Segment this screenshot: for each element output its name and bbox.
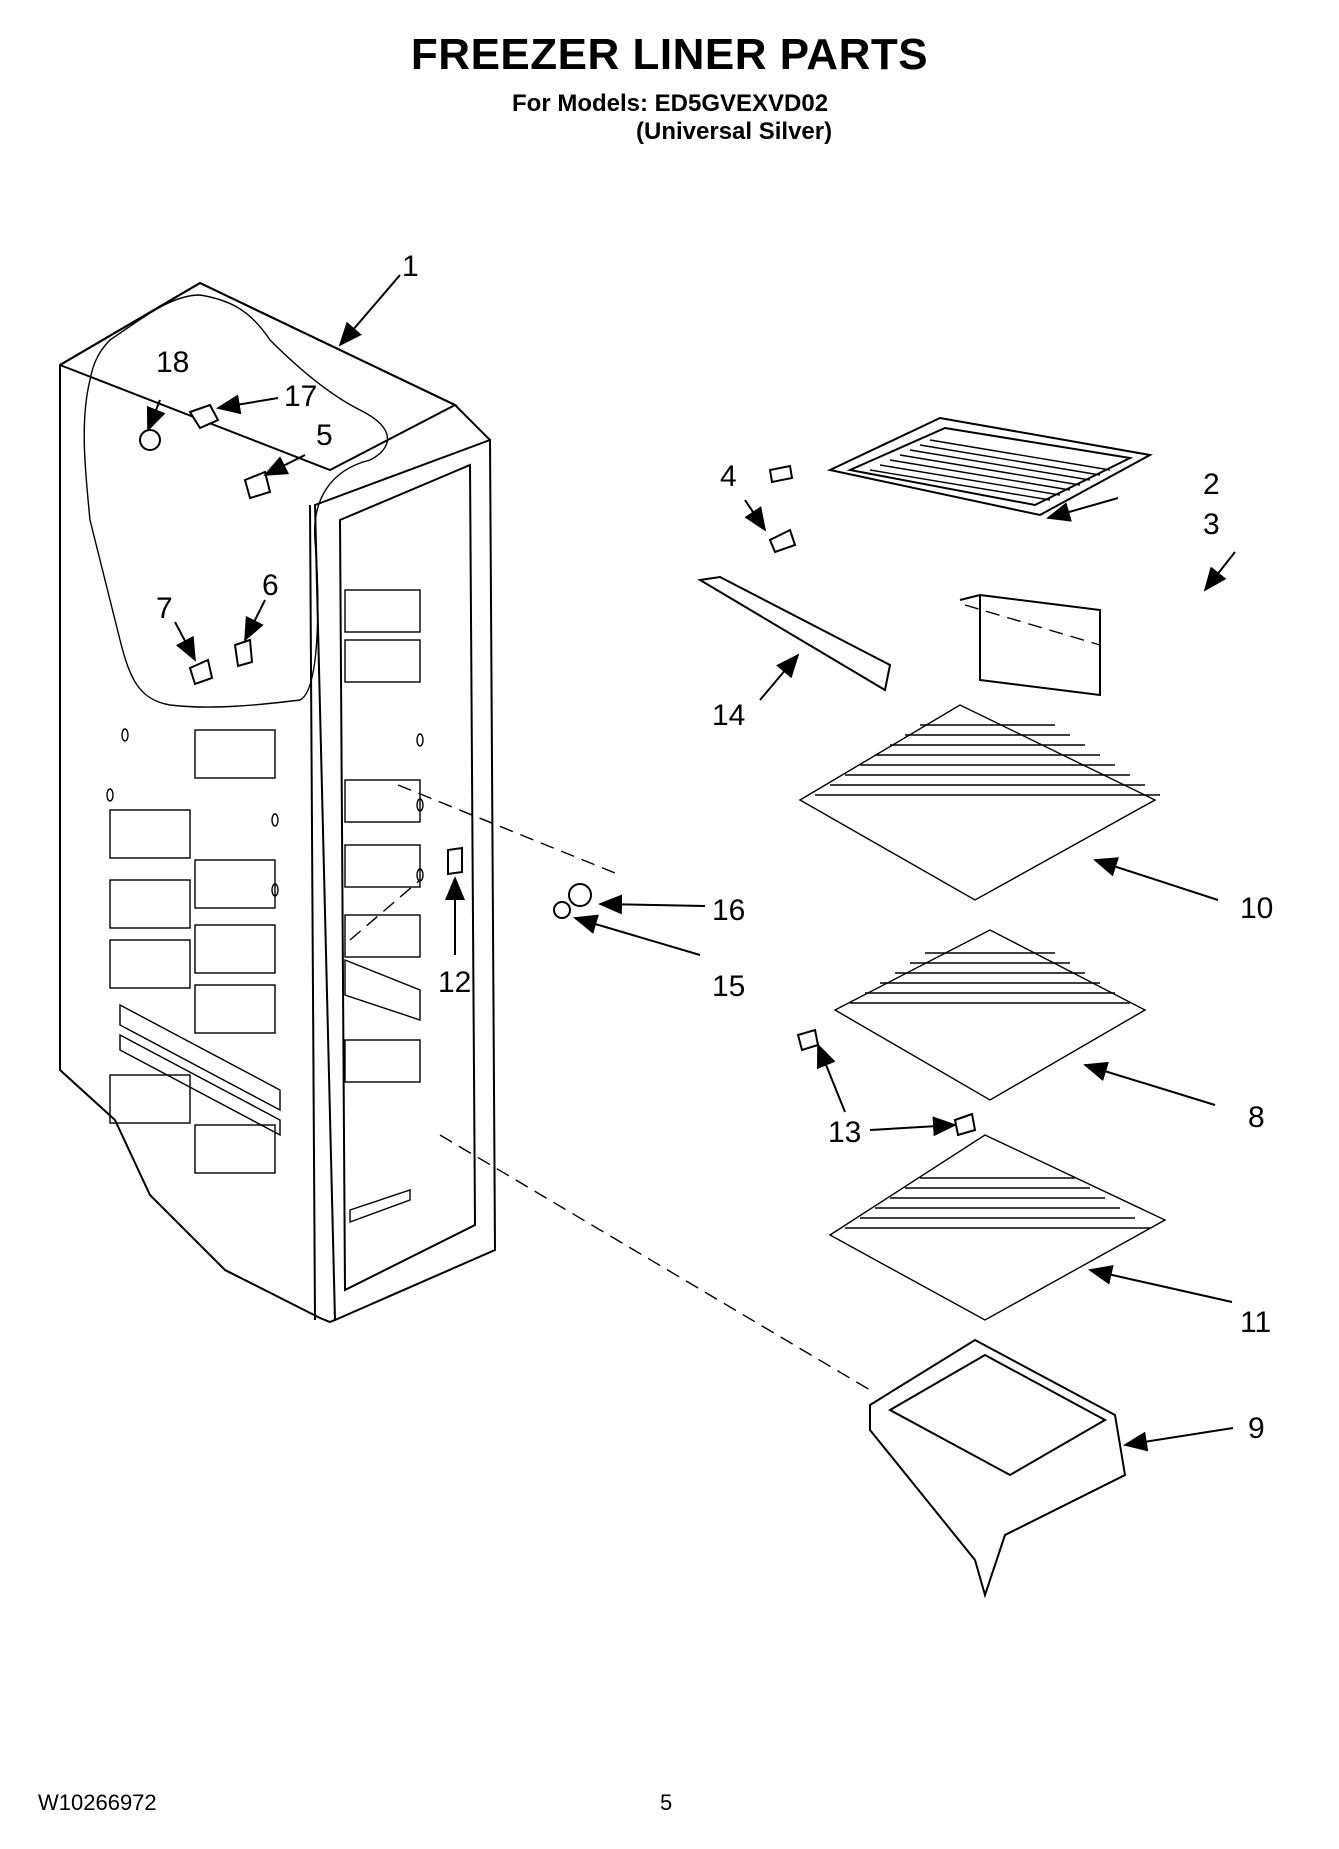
shelf-bracket-part <box>697 528 892 692</box>
shelf-frame-part <box>826 416 1153 697</box>
variant-line: (Universal Silver) <box>636 118 833 145</box>
small-parts <box>139 403 794 919</box>
callout-11: 11 <box>1240 1306 1271 1339</box>
callout-4: 4 <box>720 460 737 493</box>
callout-15: 15 <box>712 970 745 1003</box>
callout-13: 13 <box>828 1116 861 1149</box>
callout-12: 12 <box>438 966 471 999</box>
page-number: 5 <box>660 1790 673 1815</box>
callout-5: 5 <box>316 419 333 452</box>
callout-2: 2 <box>1203 468 1220 501</box>
callout-17: 17 <box>284 380 317 413</box>
freezer-liner <box>59 281 497 1324</box>
callout-18: 18 <box>156 346 189 379</box>
dashed-leaders <box>349 604 1101 1391</box>
freezer-bin <box>869 1338 1127 1599</box>
callout-1: 1 <box>402 250 419 283</box>
callout-10: 10 <box>1240 892 1273 925</box>
models-line: For Models: ED5GVEXVD02 <box>512 90 829 117</box>
callout-9: 9 <box>1248 1412 1265 1445</box>
callout-14: 14 <box>712 699 745 732</box>
callout-arrows <box>146 274 1236 1452</box>
callout-16: 16 <box>712 894 745 927</box>
wire-shelves <box>796 704 1167 1321</box>
callout-8: 8 <box>1248 1101 1265 1134</box>
callout-labels: 1 2 3 4 5 6 7 8 9 10 11 12 13 14 15 16 1… <box>156 250 1273 1445</box>
document-number: W10266972 <box>38 1790 157 1815</box>
callout-7: 7 <box>156 592 173 625</box>
callout-3: 3 <box>1203 508 1220 541</box>
page-title: FREEZER LINER PARTS <box>410 30 929 79</box>
callout-6: 6 <box>262 569 279 602</box>
